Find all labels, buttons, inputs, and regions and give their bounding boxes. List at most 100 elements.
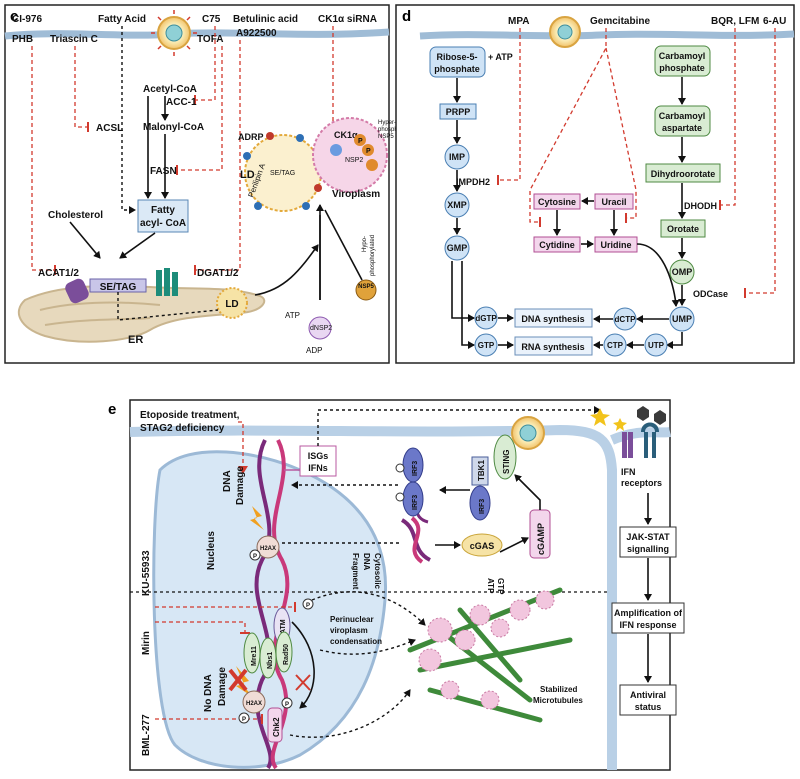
atm-label: ATM [280, 619, 287, 634]
panel-c-letter: c [10, 8, 18, 25]
panel-e: e Etoposide treatment, STAG2 deficiency … [108, 399, 685, 771]
carb-p-line2: phosphate [659, 63, 705, 73]
bml-label: BML-277 [141, 714, 152, 756]
dctp-label: dCTP [615, 315, 637, 324]
antiviral-line1: Antiviral [630, 690, 666, 700]
six-au-label: 6-AU [763, 16, 786, 27]
irf3-tbk1-label: IRF3 [479, 499, 486, 514]
utp-label: UTP [648, 341, 665, 350]
mre11-label: Mre11 [251, 646, 258, 666]
hyper-line1: Hyper- [378, 120, 396, 126]
panel-e-letter: e [108, 401, 116, 418]
fatty-acyl-coa-box [137, 199, 189, 233]
betulinic-label: Betulinic acid [233, 14, 298, 25]
atm-to-viroplasm-arrow [311, 591, 426, 626]
prpp-box [439, 103, 477, 120]
antiviral-box [619, 684, 677, 716]
dgat-label: DGAT1/2 [197, 268, 239, 279]
ck1a-sirna-label: CK1α siRNA [318, 14, 377, 25]
carb-a-line1: Carbamoyl [659, 111, 706, 121]
ump-label: UMP [672, 314, 692, 324]
h2ax-top-label: H2AX [260, 546, 276, 552]
gmp-node [444, 235, 470, 261]
dna-synthesis-box [514, 308, 593, 328]
ld-to-viroplasm-arrow [254, 244, 319, 296]
ifn-receptors-line2: receptors [621, 478, 662, 488]
dna-damage-line2: Damage [235, 466, 246, 505]
ci976-label: CI-976 [12, 14, 42, 25]
cgas-node [461, 533, 503, 557]
etoposide-line [238, 421, 244, 468]
cytosolic-line1: Cytosolic [373, 553, 382, 590]
lightning-icon-top [250, 506, 264, 530]
dgat-enzyme-icon [156, 268, 178, 296]
mpa-label: MPA [508, 16, 529, 27]
cytosolic-line3: Fragment [351, 553, 360, 590]
p-atm: P [306, 603, 310, 609]
nsp2-label: NSP2 [345, 157, 363, 164]
ribose-5-phosphate-box [429, 46, 486, 78]
gemcitabine-label: Gemcitabine [590, 16, 650, 27]
imp-node [444, 144, 470, 170]
uridine-to-ump-arrow [636, 243, 680, 307]
ribose-line1: Ribose-5- [436, 52, 477, 62]
p-chk2-icon [281, 697, 293, 709]
ctp-node [603, 333, 627, 357]
hypo-line1: Hypo- [362, 236, 368, 252]
rad50-label: Rad50 [283, 644, 290, 665]
omp-node [669, 259, 695, 285]
atp-d-label: + ATP [488, 52, 513, 62]
cross-small-2 [295, 674, 311, 691]
p-top: P [253, 554, 257, 560]
virus-particle-icon [151, 10, 197, 56]
gtp-node [474, 333, 498, 357]
c75-inhibition-line [176, 46, 223, 175]
p-h2ax: P [242, 717, 246, 723]
nucleus [152, 450, 388, 769]
fatty-acyl-coa-line2: acyl- CoA [140, 218, 186, 229]
rna-synthesis-box [514, 336, 593, 356]
chk2-node [267, 707, 283, 743]
p-h2ax-icon [238, 712, 250, 724]
mirin-label: Mirin [141, 631, 152, 655]
dihydroorotate-label: Dihydroorotate [651, 169, 716, 179]
a922500-inhibition-line [194, 40, 241, 275]
fasn-label: FASN [150, 166, 177, 177]
ribose-line2: phosphate [434, 64, 480, 74]
cytidine-box [533, 236, 581, 253]
ifn-stars-icon [590, 408, 627, 431]
ld-se-tag-label: SE/TAG [270, 170, 295, 177]
ifns-export-arrow [317, 406, 601, 446]
perinuclear-line2: viroplasm [330, 626, 368, 635]
cholesterol-label: Cholesterol [48, 210, 103, 221]
amp-line1: Amplification of [614, 608, 683, 618]
impdh2-label: IMPDH2 [456, 177, 490, 187]
acc1-label: ACC-1 [166, 97, 197, 108]
p-top-icon [249, 549, 261, 561]
utp-node [644, 333, 668, 357]
adrp-label: ADRP [238, 132, 264, 142]
uridine-label: Uridine [600, 240, 631, 250]
omp-label: OMP [672, 267, 693, 277]
hyper-line3: NSP5 [378, 134, 394, 140]
cytosine-label: Cytosine [538, 197, 576, 207]
perinuclear-line1: Perinuclear [330, 615, 374, 624]
triascin-label: Triascin C [50, 34, 98, 45]
p-badge-2: P [358, 138, 363, 145]
mpa-inhibition-line [497, 28, 521, 185]
orotate-box [660, 219, 706, 238]
bqr-label: BQR, LFM [711, 16, 759, 27]
cgamp-label: cGAMP [536, 523, 546, 555]
gtp-e-label: GTP [496, 578, 505, 595]
jak-stat-box [619, 526, 677, 558]
irf3-tbk1-node [469, 485, 491, 521]
cytosine-box [533, 193, 581, 210]
acat-label: ACAT1/2 [38, 268, 79, 279]
acetyl-coa-label: Acetyl-CoA [143, 84, 197, 95]
prpp-label: PRPP [446, 107, 471, 117]
cytidine-label: Cytidine [539, 240, 575, 250]
ifn-receptor-icon [622, 422, 659, 458]
nbs1-label: Nbs1 [267, 652, 274, 669]
gmp-to-dgtp-arrow [451, 261, 475, 322]
h2ax-bottom-label: H2AX [246, 701, 262, 707]
